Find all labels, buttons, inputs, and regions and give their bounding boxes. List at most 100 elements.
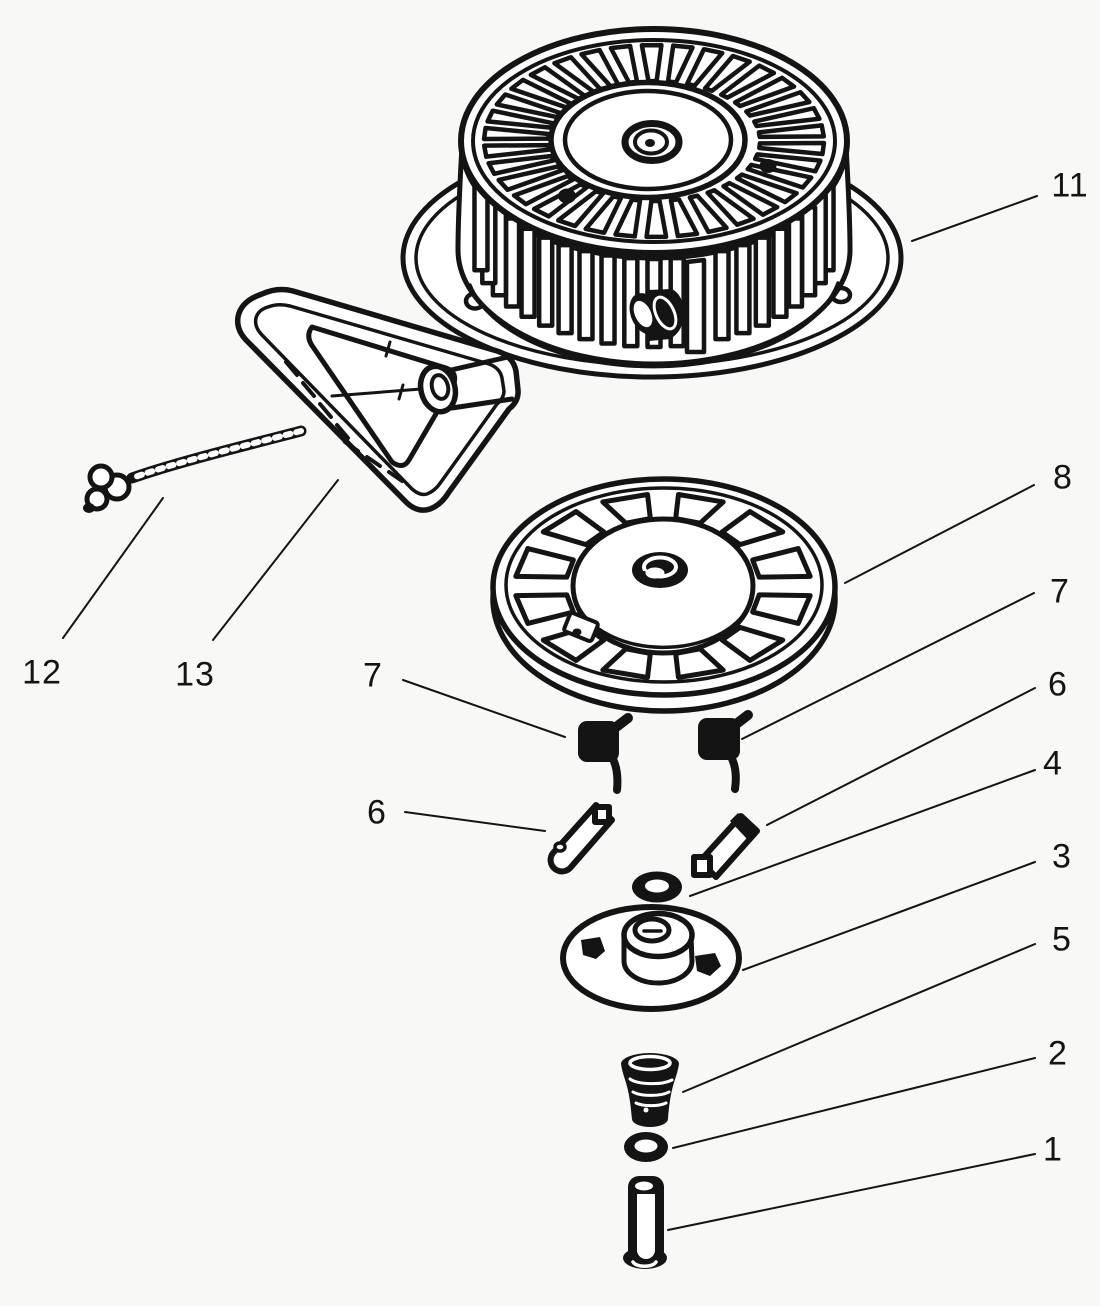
pawl-spring-right	[698, 710, 753, 793]
drum-radial-vent-slots-slot	[702, 53, 752, 94]
drum-seam-post	[684, 257, 707, 355]
starter-handle	[234, 286, 521, 513]
drum-side-vent-slots-slot	[734, 242, 752, 336]
part-label-11: 11	[1051, 166, 1089, 205]
drum-side-vent-slots-slot	[786, 216, 805, 309]
spring-cone	[621, 1053, 679, 1127]
rope-outlet-boss	[629, 289, 684, 341]
part-label-7-right: 7	[1050, 572, 1070, 611]
drum-side-vent-slots-slot	[519, 226, 537, 319]
drum-side-bottom-rim	[468, 281, 840, 369]
part-label-2: 2	[1048, 1034, 1068, 1073]
drum-radial-vent-slots-slot	[668, 197, 700, 239]
center-hole	[645, 139, 655, 147]
part-label-6-right: 6	[1048, 665, 1068, 704]
drum-side-vent-slots-slot	[536, 235, 555, 328]
drum-side-vent-slots-slot	[713, 248, 731, 342]
drum-radial-vent-slots-slot	[496, 164, 564, 193]
leader-line-2	[672, 1057, 1036, 1149]
drum-side-vent-slots-slot	[556, 242, 574, 336]
starter-rope	[83, 425, 307, 513]
drum-radial-vent-slots-slot	[718, 63, 777, 100]
pulley-spoke-slots-slot	[750, 546, 813, 580]
drum-radial-vent-slots-slot	[734, 172, 799, 205]
drum-top-rim-inner	[471, 38, 837, 244]
leader-line-12	[62, 497, 164, 639]
drum-radial-vent-slots-slot	[721, 180, 780, 217]
leader-line-5	[682, 943, 1036, 1093]
drum-radial-vent-slots-slot	[481, 142, 552, 159]
handle-grip-hole	[306, 324, 458, 468]
handle-grip-notches	[284, 360, 404, 483]
drum-side-vent-slots-slot	[577, 248, 595, 342]
pulley-rope-anchor	[562, 611, 600, 643]
part-label-6-left: 6	[367, 793, 387, 832]
leader-line-3	[742, 861, 1036, 971]
pawl-right	[691, 813, 760, 880]
rope-inside-handle	[330, 383, 423, 401]
drum-radial-vent-slots-slot	[705, 188, 756, 228]
part-label-4: 4	[1043, 744, 1063, 783]
drum-radial-vent-slots-slot	[481, 125, 551, 142]
rope-knot	[83, 463, 132, 513]
drum-radial-vent-slots-slot	[684, 46, 725, 88]
part-label-5: 5	[1052, 920, 1072, 959]
drum-radial-vent-slots-slot	[744, 89, 812, 118]
leader-line-7-right	[741, 592, 1035, 740]
leader-line-7-left	[402, 679, 566, 738]
drum-side-vent-slots-slot	[753, 235, 772, 328]
leader-line-6-right	[766, 687, 1036, 826]
retainer	[560, 904, 742, 1012]
pulley-spoke-slots-slot	[513, 592, 576, 626]
drum-radial-vent-slots	[481, 42, 827, 240]
pulley-spoke-slots-slot	[540, 509, 607, 548]
callout-leader-lines	[62, 195, 1038, 1231]
starter-housing-assembly	[400, 26, 904, 380]
leader-line-6-left	[404, 811, 546, 832]
top-recess-inner	[562, 88, 734, 192]
handle-ferrule-cone	[448, 354, 515, 411]
center-hub-ring-inner	[633, 128, 669, 156]
leader-line-8	[844, 484, 1035, 584]
leader-line-1	[667, 1153, 1036, 1231]
drum-radial-vent-slots-slot	[752, 152, 823, 174]
drum-radial-vent-slots-slot	[757, 140, 827, 157]
part-label-1: 1	[1043, 1130, 1063, 1169]
drum-radial-vent-slots-slot	[613, 197, 643, 239]
handle-inner-outline	[253, 302, 506, 497]
drum-radial-vent-slots-slot	[732, 75, 797, 109]
part-label-12: 12	[22, 653, 62, 692]
part-label-7-left: 7	[363, 656, 383, 695]
top-face-rivet-left	[558, 188, 576, 204]
washer-lower	[624, 1132, 668, 1162]
leader-line-13	[212, 479, 339, 641]
pulley-spoke-slots-slot	[513, 546, 576, 580]
leader-line-11	[911, 195, 1038, 242]
leader-line-4	[689, 769, 1036, 897]
drum-radial-vent-slots-slot	[687, 193, 729, 235]
drum-side-vent-slots-slot	[599, 253, 617, 346]
pawl-left	[547, 802, 615, 875]
drum-side-vent-slots-slot	[771, 226, 789, 319]
pulley-spoke-slots-slot	[719, 624, 786, 663]
pulley-spoke-slots-slot	[719, 509, 786, 548]
part-label-8: 8	[1053, 458, 1073, 497]
handle-ferrule-hole	[429, 373, 451, 401]
pin	[623, 1176, 667, 1269]
top-face-rivet-right	[759, 159, 777, 173]
pulley-hub	[632, 552, 688, 588]
drum-radial-vent-slots-slot	[756, 123, 827, 140]
pulley-rim-inner-line	[504, 486, 824, 684]
drum-radial-vent-slots-slot	[486, 153, 556, 177]
drum-radial-vent-slots-slot	[644, 198, 669, 240]
rope-twist-highlights	[129, 428, 304, 481]
handle-ferrule-cap	[417, 363, 459, 415]
part-label-13: 13	[175, 655, 215, 694]
drum-radial-vent-slots-slot	[752, 105, 822, 129]
top-recess-outer	[548, 79, 748, 201]
handle-mold-line	[384, 340, 392, 358]
pulley-spoke-slots-slot	[750, 592, 813, 626]
rope-pulley	[490, 476, 838, 714]
part-label-3: 3	[1052, 837, 1072, 876]
